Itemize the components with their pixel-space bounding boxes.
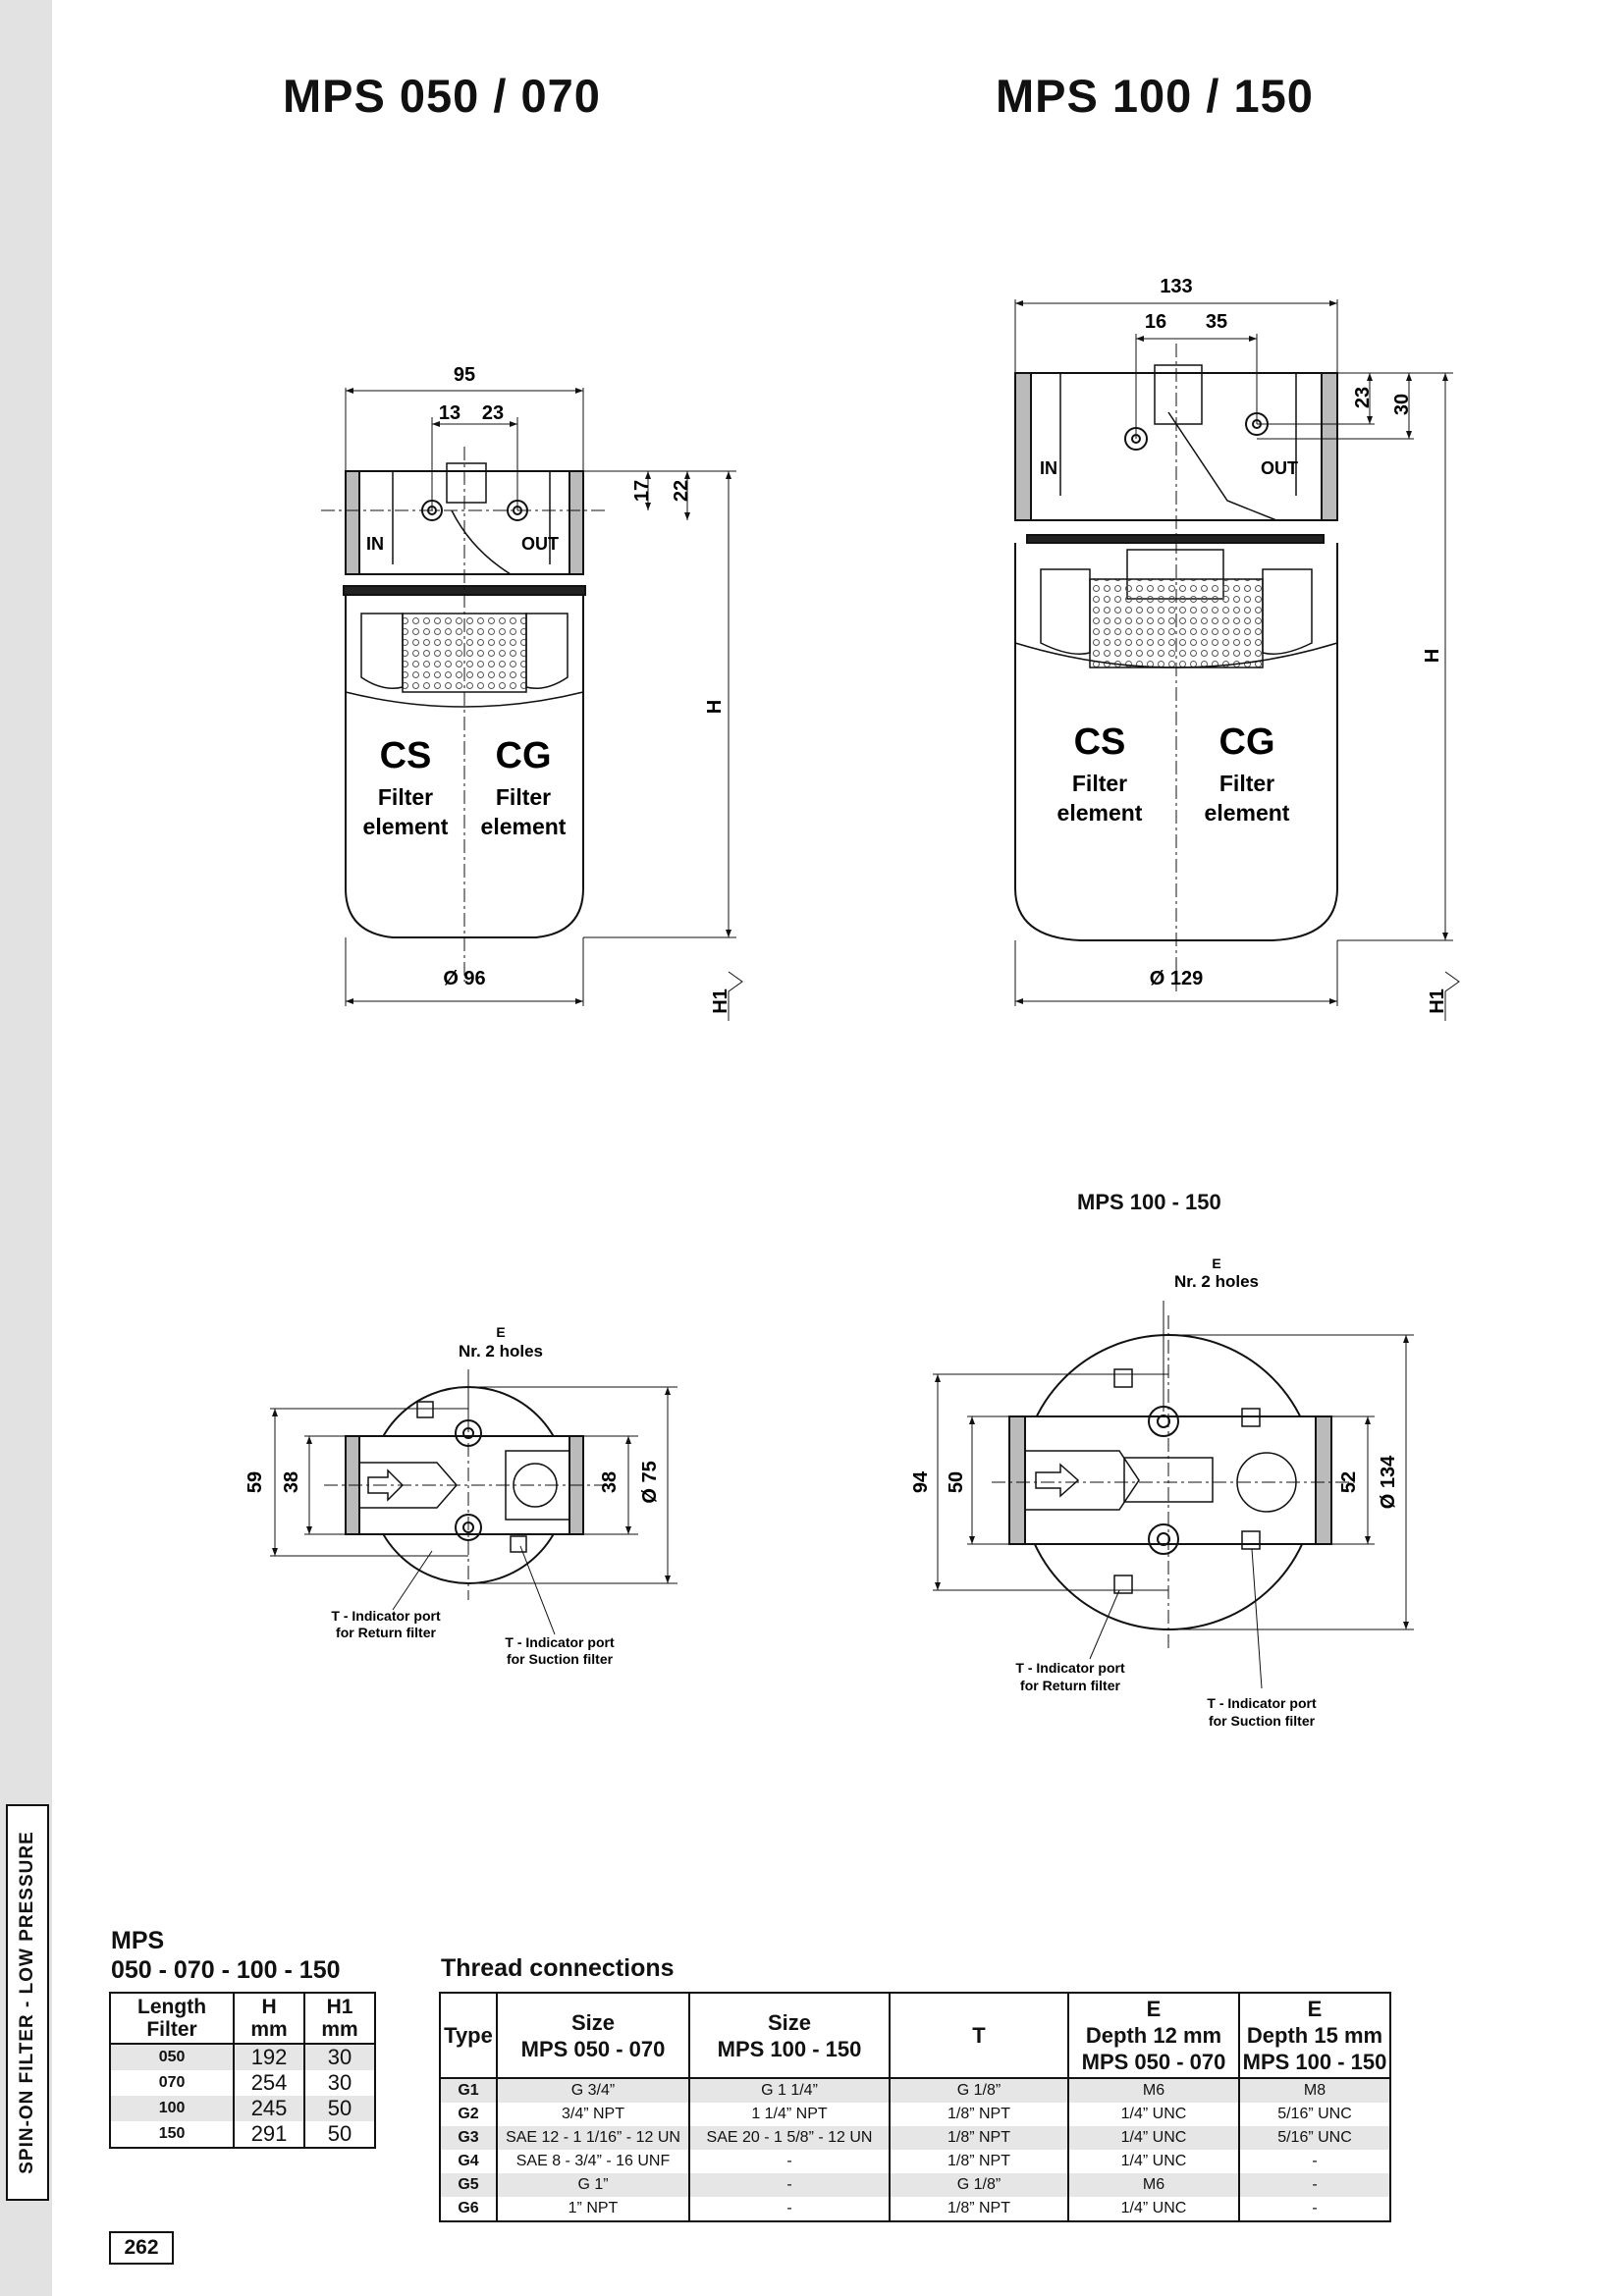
port-out: OUT: [1261, 458, 1298, 478]
dim-133: 133: [1160, 276, 1192, 297]
label-element: element: [1205, 800, 1290, 826]
length-title-line1: MPS: [111, 1927, 165, 1954]
label-cg: CG: [496, 735, 552, 776]
label-cs: CS: [1074, 721, 1126, 763]
left-top-view: [270, 1369, 677, 1635]
t-suction-label: T - Indicator port: [1207, 1695, 1317, 1711]
dim-23: 23: [1352, 387, 1374, 408]
port-out: OUT: [521, 534, 559, 554]
dim-16: 16: [1145, 311, 1166, 333]
label-filter: Filter: [1072, 771, 1127, 796]
holes-e: E: [1212, 1255, 1220, 1271]
t-suction-label: for Suction filter: [507, 1651, 614, 1667]
holes-nr: Nr. 2 holes: [459, 1342, 543, 1361]
left-top-view-labels: E Nr. 2 holes 59 38 38 Ø 75 T - Indicato…: [244, 1324, 661, 1667]
dim-94: 94: [910, 1470, 932, 1493]
dim-38: 38: [281, 1471, 302, 1493]
label-filter: Filter: [496, 784, 551, 810]
right-top-view: [933, 1301, 1414, 1689]
port-in: IN: [1040, 458, 1057, 478]
dim-dia-75: Ø 75: [639, 1461, 661, 1503]
t-return-label: for Return filter: [1020, 1678, 1120, 1693]
col-type: Type: [439, 1992, 498, 2079]
t-return-label: T - Indicator port: [1015, 1660, 1125, 1676]
t-suction-label: T - Indicator port: [505, 1634, 615, 1650]
sidebar: SPIN-ON FILTER - LOW PRESSURE: [0, 0, 52, 2296]
holes-e: E: [496, 1324, 505, 1340]
label-cg: CG: [1219, 721, 1275, 763]
left-filter-labels: 95 13 23 17 22 H H1 Ø 96 IN OUT CS CG Fi…: [363, 364, 731, 1014]
t-return-label: for Return filter: [336, 1625, 436, 1640]
dim-dia-129: Ø 129: [1150, 968, 1203, 989]
t-return-label: T - Indicator port: [331, 1608, 441, 1624]
label-filter: Filter: [1219, 771, 1274, 796]
t-suction-label: for Suction filter: [1209, 1713, 1316, 1729]
length-table-title: MPS 050 - 070 - 100 - 150: [111, 1926, 341, 1985]
label-cs: CS: [380, 735, 432, 776]
dim-22: 22: [671, 480, 692, 502]
dim-38: 38: [599, 1471, 621, 1493]
right-filter-labels: 133 16 35 23 30 H H1 Ø 129 IN OUT CS CG …: [1040, 276, 1448, 1014]
dim-17: 17: [631, 480, 653, 502]
label-filter: Filter: [378, 784, 433, 810]
right-filter-drawing: [1014, 299, 1460, 1021]
dim-13: 13: [439, 402, 460, 424]
dim-H1: H1: [710, 988, 731, 1014]
dim-95: 95: [454, 364, 475, 386]
dim-H: H: [704, 700, 726, 714]
right-top-view-labels: E Nr. 2 holes 94 50 52 Ø 134 T - Indicat…: [910, 1255, 1399, 1729]
dim-30: 30: [1391, 394, 1413, 415]
thread-table-title: Thread connections: [441, 1954, 675, 1982]
label-element: element: [1057, 800, 1143, 826]
left-filter-drawing: [321, 388, 743, 1021]
dim-dia-134: Ø 134: [1378, 1455, 1399, 1509]
col-t: T: [889, 1992, 1069, 2079]
port-in: IN: [366, 534, 384, 554]
dim-35: 35: [1206, 311, 1227, 333]
holes-nr: Nr. 2 holes: [1174, 1272, 1259, 1291]
dim-23: 23: [482, 402, 504, 424]
dim-dia-96: Ø 96: [443, 968, 485, 989]
label-element: element: [481, 814, 567, 839]
dim-H: H: [1422, 649, 1443, 663]
top-view-subtitle: MPS 100 - 150: [1077, 1190, 1221, 1214]
length-title-line2: 050 - 070 - 100 - 150: [111, 1956, 341, 1984]
title-right: MPS 100 / 150: [996, 70, 1314, 122]
dim-50: 50: [946, 1471, 967, 1493]
title-left: MPS 050 / 070: [283, 70, 601, 122]
dim-52: 52: [1338, 1471, 1360, 1493]
page-number: 262: [109, 2231, 174, 2265]
section-tab: SPIN-ON FILTER - LOW PRESSURE: [6, 1804, 49, 2201]
dim-59: 59: [244, 1471, 266, 1493]
dim-H1: H1: [1427, 988, 1448, 1014]
label-element: element: [363, 814, 449, 839]
